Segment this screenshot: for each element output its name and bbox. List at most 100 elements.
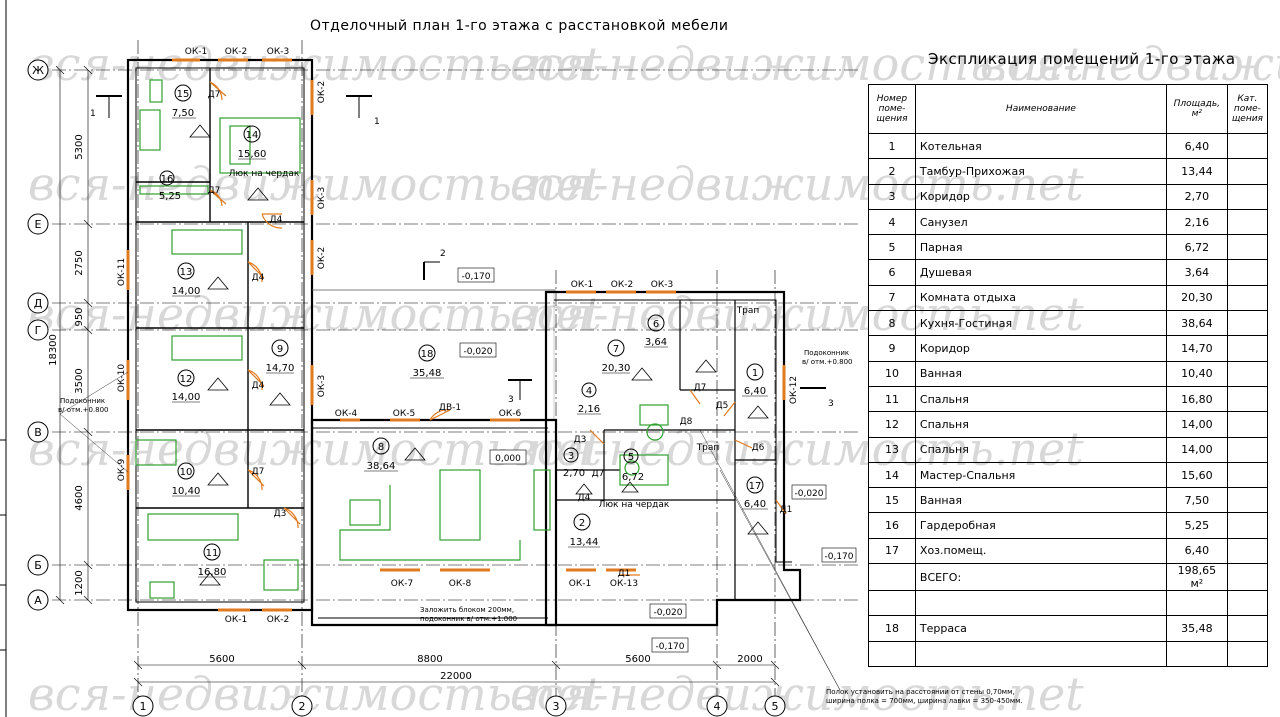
dim-label: 950 bbox=[74, 307, 85, 326]
axis-label-row: Д bbox=[34, 297, 43, 310]
header-name: Наименование bbox=[914, 84, 1167, 134]
room-number: 16 bbox=[161, 174, 174, 185]
watermark: вся-недвижимость.net bbox=[28, 287, 602, 341]
axis-label-col: 1 bbox=[140, 700, 147, 713]
room-name-cell: Спальня bbox=[914, 436, 1167, 463]
room-area: 16,80 bbox=[198, 567, 227, 578]
room-number: 1 bbox=[752, 368, 758, 379]
room-number: 12 bbox=[180, 374, 193, 385]
bottom-dimensions bbox=[133, 660, 780, 687]
dim-label: 1200 bbox=[74, 570, 85, 595]
room-name-cell: Ванная bbox=[914, 360, 1167, 387]
room-name-cell: Спальня bbox=[914, 385, 1167, 413]
window-label: ОК-2 bbox=[267, 615, 289, 625]
empty-cell bbox=[868, 640, 916, 667]
room-cat-cell bbox=[1226, 234, 1269, 261]
room-name-cell: Гардеробная bbox=[914, 512, 1167, 539]
window-label: ОК-2 bbox=[611, 280, 633, 290]
level-mark: -0,170 bbox=[655, 642, 684, 652]
doors bbox=[209, 81, 787, 576]
room-area: 14,70 bbox=[266, 363, 295, 374]
room-number: 2 bbox=[579, 518, 585, 529]
room-cat-cell bbox=[1226, 310, 1269, 337]
room-number: 15 bbox=[177, 89, 190, 100]
drain-label: Трап bbox=[696, 443, 720, 453]
total-area-cell: 198,65 м² bbox=[1165, 563, 1228, 592]
left-dimensions bbox=[55, 65, 93, 605]
col-axis-markers: 1 2 3 4 5 bbox=[132, 695, 786, 717]
axis-label-col: 2 bbox=[299, 700, 306, 713]
door-label: Д4 bbox=[252, 273, 265, 283]
empty-cell bbox=[1165, 640, 1228, 667]
door-label: Д7 bbox=[208, 90, 221, 100]
window-label: ОК-3 bbox=[317, 375, 327, 397]
door-label: Д3 bbox=[274, 509, 287, 519]
room-area: 2,16 bbox=[578, 404, 600, 415]
block-note: подоконник в/ отм.+1.000 bbox=[420, 615, 517, 623]
window-label: ОК-6 bbox=[499, 409, 522, 419]
room-number: 8 bbox=[378, 442, 384, 453]
room-number: 11 bbox=[206, 548, 219, 559]
window-label: ОК-3 bbox=[267, 47, 289, 57]
row-axis-markers: Ж Е Д Г В Б А bbox=[27, 59, 49, 611]
hatch-label: Люк на чердак bbox=[599, 500, 670, 510]
room-area: 20,30 bbox=[602, 363, 631, 374]
room-area: 13,44 bbox=[570, 537, 599, 548]
room-area-cell: 13,44 bbox=[1165, 158, 1228, 185]
room-area-cell: 6,40 bbox=[1165, 132, 1228, 160]
door-label: Д4 bbox=[252, 381, 265, 391]
level-mark: 0,000 bbox=[495, 454, 521, 464]
window-label: ОК-1 bbox=[569, 579, 591, 589]
empty-cell bbox=[914, 590, 1167, 617]
note-line: Полок установить на расстоянии от стены … bbox=[826, 688, 1015, 696]
room-num-cell: 17 bbox=[868, 537, 916, 565]
room-cat-cell bbox=[1226, 512, 1269, 539]
room-area-cell: 20,30 bbox=[1165, 284, 1228, 312]
sill-note: Подоконник bbox=[804, 349, 849, 357]
room-num-cell: 10 bbox=[868, 360, 916, 387]
door-label: Д7 bbox=[208, 186, 221, 196]
section-label: 1 bbox=[374, 117, 380, 127]
room-num-cell: 14 bbox=[868, 461, 916, 489]
window-label: ОК-2 bbox=[317, 81, 327, 103]
room-cat-cell bbox=[1226, 385, 1269, 413]
room-area-cell: 7,50 bbox=[1165, 487, 1228, 514]
bath-note: Полок установить на расстоянии от стены … bbox=[826, 688, 1023, 706]
watermark: вся-недвижимость.net bbox=[510, 667, 1084, 717]
window-label: ОК-3 bbox=[651, 280, 673, 290]
terrace-num-cell: 18 bbox=[868, 615, 916, 642]
room-cat-cell bbox=[1226, 537, 1269, 565]
furniture bbox=[135, 79, 669, 599]
room-num-cell: 3 bbox=[868, 183, 916, 210]
room-num-cell: 16 bbox=[868, 512, 916, 539]
note-line: ширина полка = 700мм, ширина лавки = 350… bbox=[826, 697, 1023, 705]
room-area: 6,40 bbox=[744, 499, 766, 510]
room-number: 14 bbox=[246, 130, 259, 141]
axis-label-row: Б bbox=[34, 559, 42, 572]
room-name-cell: Душевая bbox=[914, 259, 1167, 286]
level-mark: -0,020 bbox=[463, 347, 492, 357]
axis-label-row: А bbox=[34, 594, 42, 607]
door-label: Д4 bbox=[578, 493, 591, 503]
room-name-cell: Парная bbox=[914, 234, 1167, 261]
room-area-cell: 16,80 bbox=[1165, 385, 1228, 413]
room-num-cell: 5 bbox=[868, 234, 916, 261]
door-label: Д6 bbox=[752, 443, 765, 453]
room-cat-cell bbox=[1226, 132, 1269, 160]
level-mark: -0,170 bbox=[461, 272, 490, 282]
door-label: Д3 bbox=[574, 435, 587, 445]
window-label: ОК-9 bbox=[117, 459, 127, 482]
room-area-cell: 14,00 bbox=[1165, 411, 1228, 438]
window-label: ОК-1 bbox=[571, 280, 593, 290]
section-label: 2 bbox=[440, 249, 446, 259]
total-cat-cell bbox=[1226, 563, 1269, 592]
watermark: вся-недвижимость.net bbox=[510, 37, 1084, 91]
header-num: Номер поме-щения bbox=[868, 84, 916, 134]
room-name-cell: Тамбур-Прихожая bbox=[914, 158, 1167, 185]
